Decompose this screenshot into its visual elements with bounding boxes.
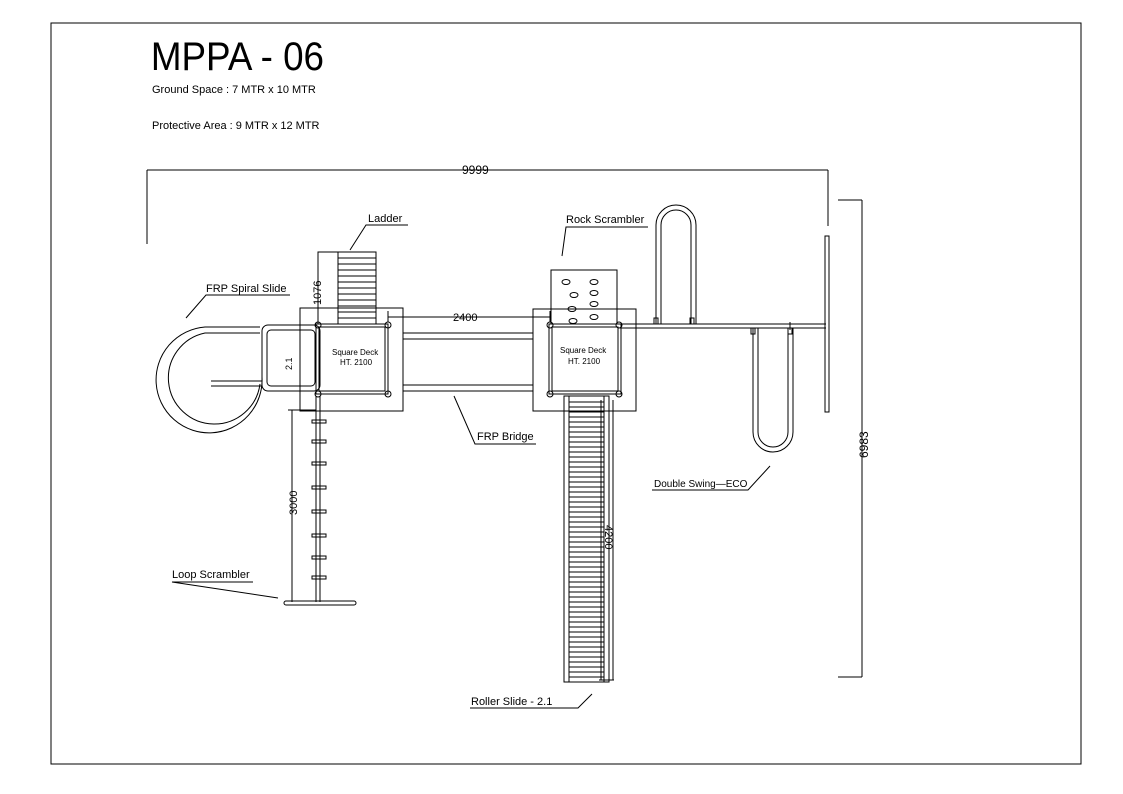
dimension-bridge-length [387, 311, 551, 322]
label-frp-bridge: FRP Bridge [477, 431, 534, 443]
dimension-spiral-width-text: 2.1 [284, 357, 294, 370]
square-deck-2 [532, 308, 637, 412]
label-roller-slide: Roller Slide - 2.1 [471, 696, 552, 708]
swing-frame [620, 235, 830, 413]
deck-1-height: HT. 2100 [340, 358, 373, 367]
dimension-bridge-length-text: 2400 [453, 312, 477, 324]
dimension-slide-length-text: 4200 [602, 525, 614, 549]
label-ladder: Ladder [368, 213, 403, 225]
loop-scrambler [283, 396, 357, 606]
dimension-loop-height [288, 409, 316, 602]
square-deck-1 [299, 307, 404, 412]
ground-space-note: Ground Space : 7 MTR x 10 MTR [152, 84, 316, 96]
dimension-overall-width [146, 169, 829, 244]
frp-bridge [403, 332, 533, 392]
dimension-overall-depth-text: 6983 [857, 431, 871, 458]
sheet-border [50, 22, 1082, 765]
swing-seat-lower [750, 327, 794, 453]
frp-spiral-slide [155, 324, 321, 434]
label-double-swing: Double Swing—ECO [654, 479, 748, 490]
label-frp-spiral-slide: FRP Spiral Slide [206, 283, 287, 295]
dimension-loop-height-text: 3000 [288, 491, 300, 515]
swing-seat-upper [653, 204, 697, 325]
dimension-overall-width-text: 9999 [462, 163, 489, 177]
label-loop-scrambler: Loop Scrambler [172, 569, 250, 581]
deck-1-name: Square Deck [332, 348, 379, 357]
roller-slide [563, 395, 614, 683]
dimension-overall-depth [838, 199, 863, 678]
deck-2-height: HT. 2100 [568, 357, 601, 366]
drawing-title: MPPA - 06 [151, 35, 324, 80]
label-rock-scrambler: Rock Scrambler [566, 214, 645, 226]
rock-scrambler [550, 269, 618, 325]
dimension-ladder-height-text: 1076 [312, 281, 324, 305]
deck-2-name: Square Deck [560, 346, 607, 355]
ladder [317, 251, 377, 325]
label-leaders [171, 224, 771, 709]
protective-area-note: Protective Area : 9 MTR x 12 MTR [152, 120, 320, 132]
